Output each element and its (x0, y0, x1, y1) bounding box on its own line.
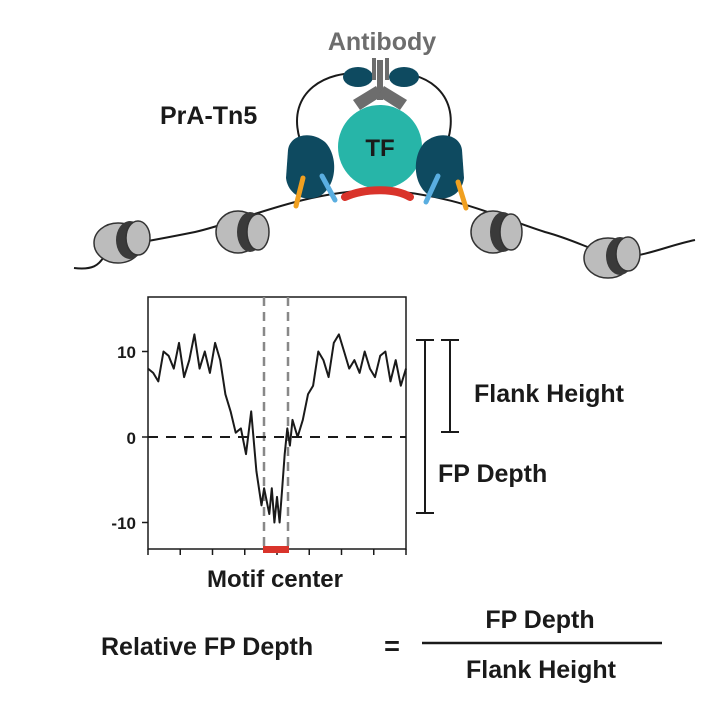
enzyme-label: PrA-Tn5 (160, 102, 257, 130)
tn5-left (286, 135, 335, 199)
adapter-orange-left (293, 175, 306, 209)
plot-frame (147, 296, 407, 550)
y-tick-label-10: 10 (117, 343, 136, 362)
flank-height-label: Flank Height (474, 380, 625, 408)
tn5-right (415, 135, 464, 199)
footprint-signal-line (147, 333, 407, 524)
protein-a-left (343, 67, 373, 87)
formula-denominator: Flank Height (466, 656, 617, 684)
adapter-blue-right (423, 173, 441, 205)
antibody-icon (353, 58, 407, 110)
flank-height-bracket (441, 339, 459, 433)
fp-depth-bracket (416, 339, 434, 514)
motif-center-bar (263, 546, 289, 553)
tf-circle (338, 105, 422, 189)
formula-lhs: Relative FP Depth (101, 633, 313, 661)
tf-label: TF (365, 135, 394, 162)
y-tick-label-neg10: -10 (111, 514, 136, 533)
nucleosome-far-left (93, 220, 151, 264)
binding-site (341, 186, 414, 201)
schematic: Antibody PrA-Tn5 TF (73, 28, 696, 279)
x-axis-label: Motif center (207, 566, 343, 593)
footprint-plot: 10 0 -10 Motif center Flank Height FP De… (111, 296, 625, 593)
formula-equals: = (384, 631, 400, 661)
nucleosome-right (470, 210, 523, 254)
nucleosome-left (215, 210, 270, 254)
fp-depth-label: FP Depth (438, 460, 547, 488)
y-tick-label-0: 0 (127, 429, 136, 448)
protein-a-right (389, 67, 419, 87)
formula: Relative FP Depth = FP Depth Flank Heigh… (101, 606, 662, 684)
nucleosome-far-right (583, 236, 641, 279)
adapter-orange-right (455, 179, 469, 211)
plot-ticks (142, 350, 407, 555)
antibody-label: Antibody (328, 28, 436, 56)
formula-numerator: FP Depth (485, 606, 594, 634)
adapter-blue-left (319, 173, 338, 203)
